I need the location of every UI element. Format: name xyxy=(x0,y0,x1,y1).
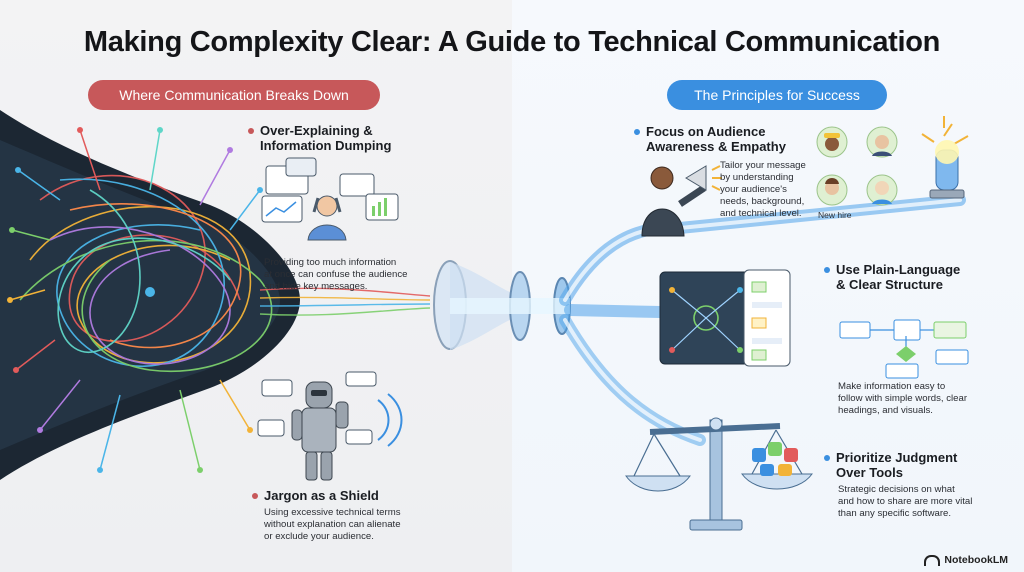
over-explaining-body: Providing too much information at once c… xyxy=(264,257,408,292)
over-explaining-heading: Over-Explaining & Information Dumping xyxy=(248,123,391,153)
notebooklm-logo-icon xyxy=(924,554,941,566)
new-hire-caption: New hire xyxy=(818,210,852,220)
balance-scale-icon xyxy=(625,417,813,531)
robot-knight-icon xyxy=(257,371,403,481)
right-section-header: The Principles for Success xyxy=(667,80,887,110)
bullet-icon xyxy=(824,266,830,273)
notebooklm-brand: NotebookLM xyxy=(924,554,1008,566)
beacon-light-icon xyxy=(921,116,969,199)
prioritize-judgment-heading: Prioritize Judgment Over Tools xyxy=(824,450,957,480)
tangled-wires-illustration xyxy=(0,110,431,480)
process-flow-icon xyxy=(839,319,969,379)
flowchart-board-icon xyxy=(659,269,791,367)
jargon-body: Using excessive technical terms without … xyxy=(264,507,401,542)
audience-awareness-body: Tailor your message by understanding you… xyxy=(720,160,806,219)
left-section-header: Where Communication Breaks Down xyxy=(88,80,380,110)
audience-avatars-icon xyxy=(816,126,898,206)
bullet-icon xyxy=(252,492,258,499)
presenter-megaphone-icon xyxy=(641,165,722,237)
jargon-heading: Jargon as a Shield xyxy=(252,488,379,503)
page-title: Making Complexity Clear: A Guide to Tech… xyxy=(83,26,941,58)
bullet-icon xyxy=(634,128,640,135)
stressed-person-icon xyxy=(261,157,399,241)
bullet-icon xyxy=(248,127,254,134)
bullet-icon xyxy=(824,454,830,461)
plain-language-body: Make information easy to follow with sim… xyxy=(838,381,968,416)
funnel-icon xyxy=(433,260,571,350)
audience-awareness-heading: Focus on Audience Awareness & Empathy xyxy=(634,124,786,154)
prioritize-judgment-body: Strategic decisions on what and how to s… xyxy=(838,484,973,519)
plain-language-heading: Use Plain-Language & Clear Structure xyxy=(824,262,960,292)
